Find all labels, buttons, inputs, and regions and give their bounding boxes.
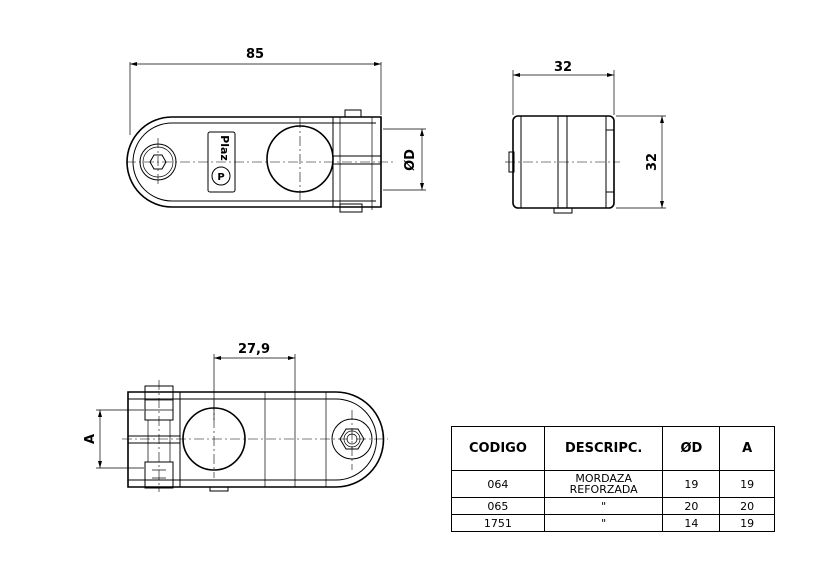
bottom-view: 27,9 A bbox=[83, 342, 388, 492]
dimension-height: 32 bbox=[645, 153, 660, 171]
header-diameter: ØD bbox=[662, 426, 721, 471]
cell-codigo: 065 bbox=[451, 497, 545, 515]
dimension-diameter: ØD bbox=[403, 149, 418, 171]
table-row: 064 MORDAZA REFORZADA 19 19 bbox=[451, 470, 775, 498]
cell-diameter: 14 bbox=[662, 514, 721, 532]
dimension-offset: 27,9 bbox=[238, 342, 270, 357]
dimension-a: A bbox=[83, 434, 98, 444]
table-header-row: CODIGO DESCRIPC. ØD A bbox=[451, 426, 775, 471]
cell-a: 19 bbox=[719, 470, 775, 498]
cell-codigo: 064 bbox=[451, 470, 545, 498]
cell-diameter: 20 bbox=[662, 497, 721, 515]
cell-descripc: MORDAZA REFORZADA bbox=[543, 470, 664, 498]
table-row: 065 " 20 20 bbox=[451, 497, 775, 515]
dimension-length: 85 bbox=[246, 47, 264, 62]
logo-text: Plaz bbox=[218, 135, 231, 161]
dimension-width: 32 bbox=[554, 60, 572, 75]
logo-mark: P bbox=[217, 172, 224, 183]
header-descripc: DESCRIPC. bbox=[543, 426, 664, 471]
cell-a: 19 bbox=[719, 514, 775, 532]
cell-diameter: 19 bbox=[662, 470, 721, 498]
cell-a: 20 bbox=[719, 497, 775, 515]
top-view: 85 Plaz P ØD bbox=[126, 47, 426, 213]
header-codigo: CODIGO bbox=[451, 426, 545, 471]
cell-codigo: 1751 bbox=[451, 514, 545, 532]
cell-descripc: " bbox=[543, 514, 664, 532]
side-view: 32 32 bbox=[505, 60, 666, 214]
table-row: 1751 " 14 19 bbox=[451, 514, 775, 532]
spec-table: CODIGO DESCRIPC. ØD A 064 MORDAZA REFORZ… bbox=[451, 426, 775, 532]
cell-descripc: " bbox=[543, 497, 664, 515]
header-a: A bbox=[719, 426, 775, 471]
